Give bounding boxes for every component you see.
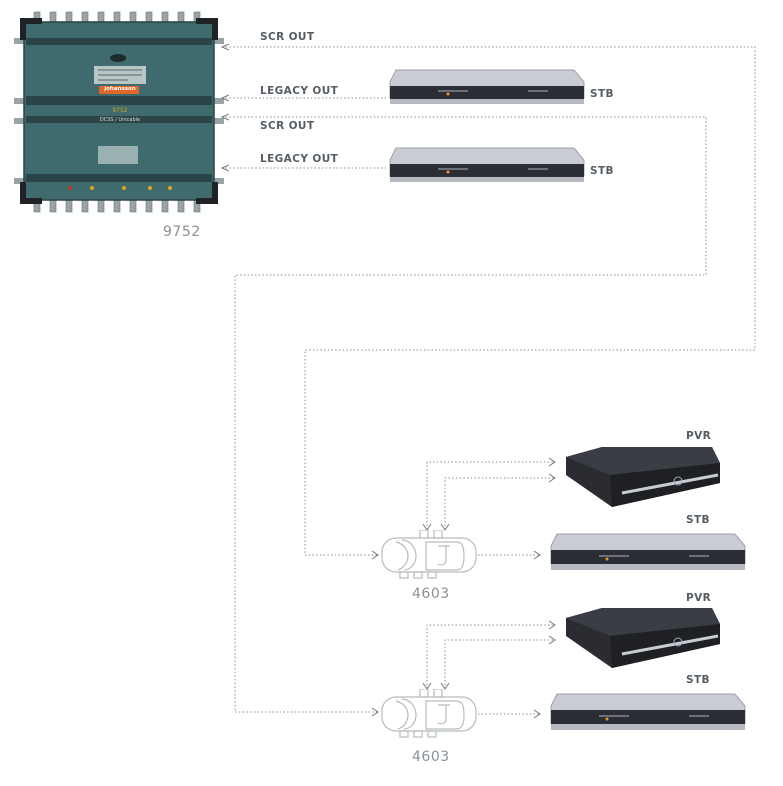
splitter-2-out-a [426,624,555,689]
pvr-1-device [566,447,720,507]
legacy-out-label-1: LEGACY OUT [260,85,339,97]
splitter-2-label: 4603 [412,749,450,765]
splitter-1-out-a [426,461,555,530]
stb-top-1-label: STB [590,88,614,100]
multiswitch-brand: johansson [104,86,136,92]
splitter-4603-2 [381,689,477,738]
splitter-1-out-b [444,477,555,530]
stb-top-1-device [389,69,585,104]
stb-top-2-label: STB [590,165,614,177]
scr-out-1-cable [222,47,756,556]
stb-4-device [550,693,746,730]
stb-3-label: STB [686,514,710,526]
stb-4-label: STB [686,674,710,686]
pvr-2-label: PVR [686,592,712,604]
legacy-out-label-2: LEGACY OUT [260,153,339,165]
scr-out-label-1: SCR OUT [260,31,315,43]
multiswitch-9752 [14,11,224,213]
splitter-1-label: 4603 [412,586,450,602]
scr-out-2-cable [222,117,707,713]
multiswitch-panel-model: 9752 [112,107,128,114]
pvr-1-label: PVR [686,430,712,442]
splitter-2-out-b [444,639,555,689]
stb-top-2-device [389,147,585,182]
stb-3-device [550,533,746,570]
multiswitch-model-label: 9752 [163,224,201,240]
multiswitch-panel-caption: DCSS / Unicable [99,117,141,123]
splitter-4603-1 [381,530,477,579]
scr-out-label-2: SCR OUT [260,120,315,132]
pvr-2-device [566,608,720,668]
